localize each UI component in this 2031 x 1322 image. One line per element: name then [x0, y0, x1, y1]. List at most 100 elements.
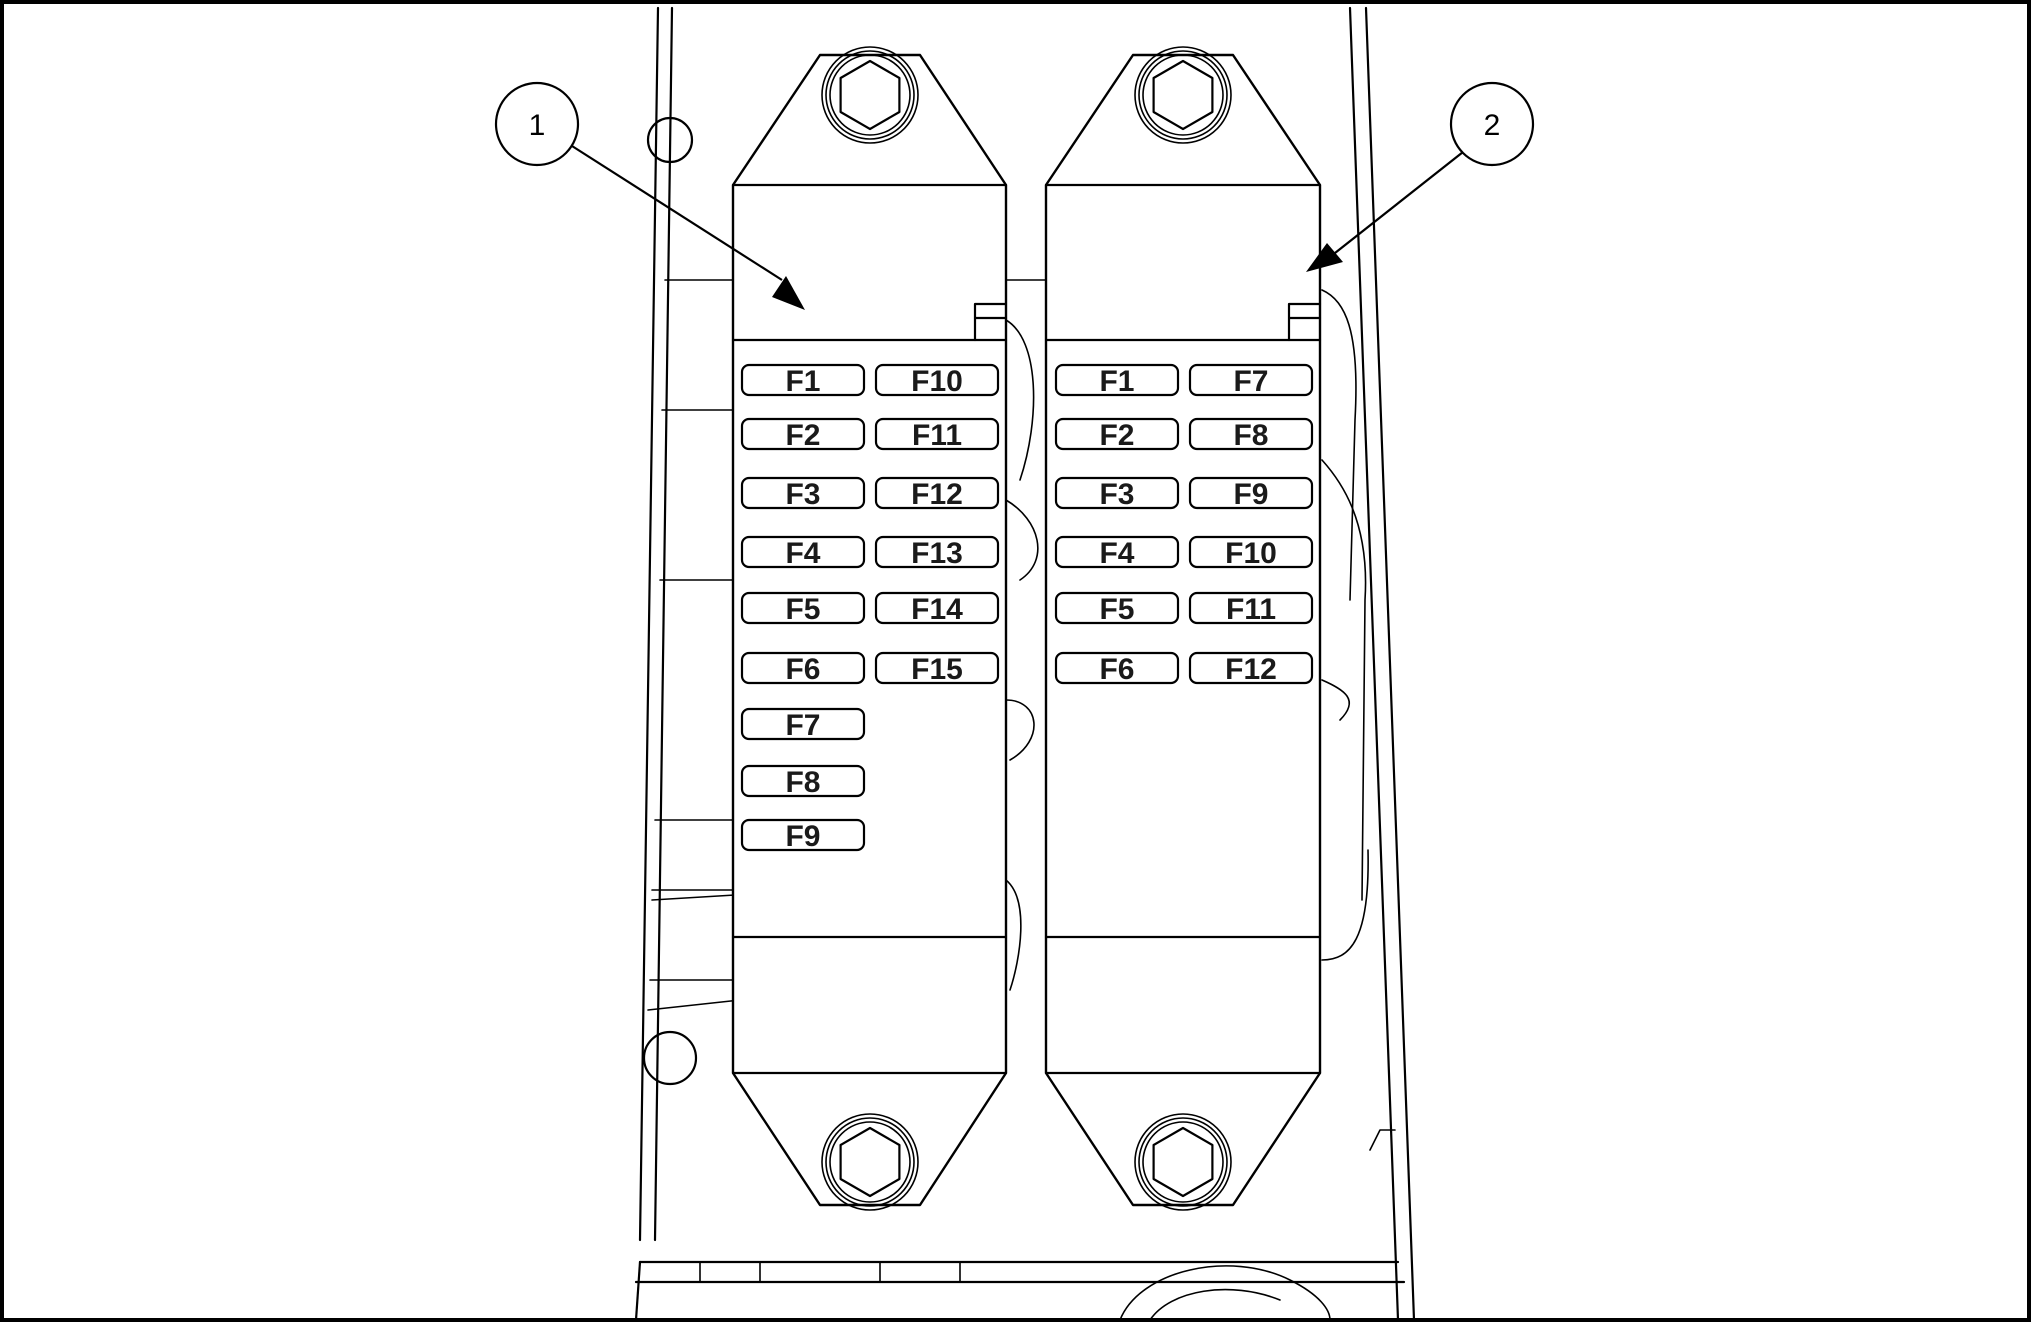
callout-2-arrowhead: [1306, 243, 1343, 272]
fuse-label: F10: [874, 363, 1000, 398]
fuse-label-box: [874, 363, 1000, 397]
fuse-label-box: [874, 535, 1000, 569]
bolt-head: [821, 46, 919, 144]
callout-2: 2: [1306, 81, 1535, 272]
fuse-label: F11: [1188, 591, 1314, 626]
fuse-label: F12: [874, 476, 1000, 511]
fuse-label-box: [740, 417, 866, 451]
fuse-label-box: [740, 764, 866, 798]
callout-1-arrowhead: [772, 276, 805, 310]
fuse-label-text: F9: [785, 820, 820, 853]
fuse-label: F10: [1188, 535, 1314, 570]
fuse-label-text: F3: [1099, 478, 1134, 511]
bolt-head: [1134, 1113, 1232, 1211]
fuse-label: F12: [1188, 651, 1314, 686]
fuse-label-text: F10: [911, 365, 963, 398]
callout-1: 1: [494, 81, 805, 310]
fuse-label-box: [1054, 535, 1180, 569]
fuse-label: F1: [740, 363, 866, 398]
fuse-label-text: F3: [785, 478, 820, 511]
fuse-panel-2-body: [1044, 53, 1322, 1207]
fuse-label: F2: [740, 417, 866, 452]
fuse-label: F7: [740, 707, 866, 742]
fuse-label-text: F1: [785, 365, 820, 398]
fuse-label-text: F11: [1226, 593, 1276, 626]
fuse-label-box: [1188, 476, 1314, 510]
callout-2-label: 2: [1484, 109, 1501, 142]
fuse-label: F5: [740, 591, 866, 626]
fuse-label-box: [740, 363, 866, 397]
fuse-label-box: [740, 591, 866, 625]
fuse-label-text: F5: [785, 593, 820, 626]
fuse-label-box: [740, 535, 866, 569]
fuse-label-text: F9: [1233, 478, 1268, 511]
callout-1-label: 1: [529, 109, 546, 142]
fuse-label-text: F7: [1233, 365, 1268, 398]
fuse-label-box: [1054, 476, 1180, 510]
callout-2-circle: [1449, 81, 1535, 167]
fuse-label-text: F5: [1099, 593, 1134, 626]
fuse-label-text: F6: [1099, 653, 1134, 686]
fuse-label: F15: [874, 651, 1000, 686]
mounting-bolts: [821, 46, 1232, 1211]
callout-1-circle: [494, 81, 580, 167]
fuse-label-text: F2: [785, 419, 820, 452]
fuse-label: F9: [740, 818, 866, 853]
fuse-label-box: [1054, 417, 1180, 451]
fuse-label-box: [874, 417, 1000, 451]
fuse-label: F3: [1054, 476, 1180, 511]
fuse-label-text: F12: [1225, 653, 1277, 686]
fuse-label: F11: [874, 417, 1000, 452]
fuse-label: F4: [1054, 535, 1180, 570]
fuse-panel-1-body: [731, 53, 1008, 1207]
fuse-label-box: [1188, 417, 1314, 451]
bolt-head: [1134, 46, 1232, 144]
fuse-label-text: F8: [785, 766, 820, 799]
callout-1-leader: [571, 145, 783, 281]
fuse-label-text: F4: [785, 537, 820, 570]
fuse-label-box: [1054, 591, 1180, 625]
fuse-label: F6: [740, 651, 866, 686]
fuse-label-text: F8: [1233, 419, 1268, 452]
fuse-label-text: F15: [911, 653, 963, 686]
fuse-label-text: F4: [1099, 537, 1134, 570]
fuse-label: F7: [1188, 363, 1314, 398]
fuse-label-box: [874, 591, 1000, 625]
fuse-label-text: F7: [785, 709, 820, 742]
fuse-label-text: F2: [1099, 419, 1134, 452]
fuse-label-box: [1188, 363, 1314, 397]
fuse-label-box: [1054, 363, 1180, 397]
fuse-labels: F1F2F3F4F5F6F7F8F9F10F11F12F13F14F15F1F2…: [740, 363, 1314, 853]
fuse-label-text: F11: [912, 419, 962, 452]
fuse-label-text: F10: [1225, 537, 1277, 570]
enclosure-lines: [634, 6, 1416, 1322]
fuse-label: F6: [1054, 651, 1180, 686]
fuse-label: F4: [740, 535, 866, 570]
fuse-label: F1: [1054, 363, 1180, 398]
fuse-label-box: [1188, 591, 1314, 625]
fuse-label-box: [1054, 651, 1180, 685]
fuse-label-box: [1188, 535, 1314, 569]
fuse-label-text: F13: [911, 537, 963, 570]
fuse-label: F2: [1054, 417, 1180, 452]
fuse-label-box: [874, 476, 1000, 510]
fuse-label: F5: [1054, 591, 1180, 626]
fuse-label: F13: [874, 535, 1000, 570]
bolt-head: [821, 1113, 919, 1211]
fuse-label-text: F1: [1099, 365, 1134, 398]
fuse-label-text: F14: [911, 593, 963, 626]
fuse-label: F14: [874, 591, 1000, 626]
fuse-label-box: [740, 818, 866, 852]
fuse-label-text: F12: [911, 478, 963, 511]
fuse-label: F9: [1188, 476, 1314, 511]
fuse-label-box: [740, 651, 866, 685]
fuse-label-box: [740, 476, 866, 510]
fuse-label-box: [874, 651, 1000, 685]
fuse-label: F3: [740, 476, 866, 511]
fuse-label-box: [1188, 651, 1314, 685]
callout-2-leader: [1334, 151, 1464, 254]
fuse-label: F8: [740, 764, 866, 799]
